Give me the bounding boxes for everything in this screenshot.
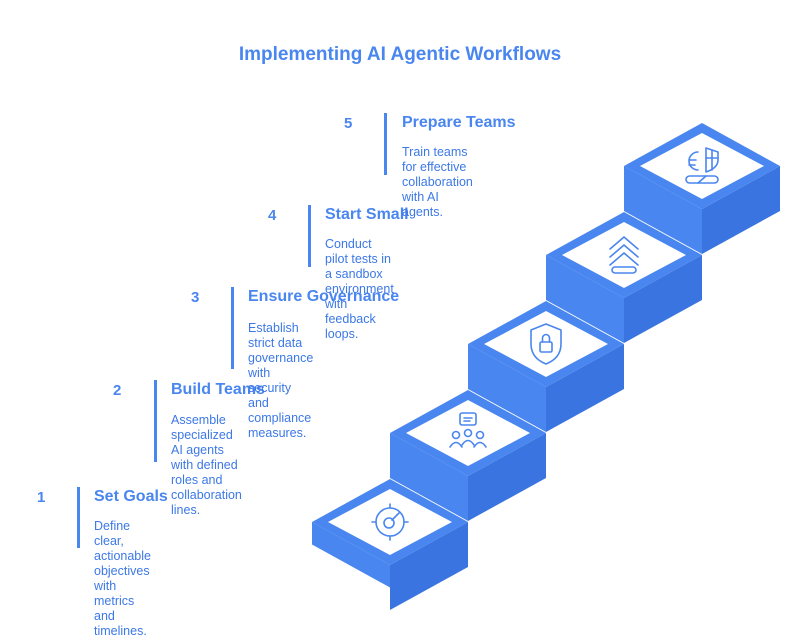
stair-side-face — [390, 522, 468, 610]
step-divider — [154, 380, 157, 462]
step-number: 4 — [268, 207, 277, 224]
step-number: 1 — [37, 489, 46, 506]
desc-line: with security and compliance — [248, 366, 312, 425]
stair-step-4 — [546, 212, 702, 298]
desc-line: Establish strict data governance — [248, 321, 314, 365]
stair-step-5 — [624, 123, 780, 209]
step-heading: Set Goals — [94, 488, 168, 505]
step-divider — [308, 205, 311, 267]
step-description: Establish strict data governance with se… — [248, 321, 313, 441]
stair-top-inner — [328, 489, 452, 555]
stair-top-inner — [562, 222, 686, 288]
stair-side-face — [546, 344, 624, 432]
desc-line: environment with feedback loops. — [325, 282, 394, 341]
step-divider — [384, 113, 387, 175]
shield-lock-icon — [530, 323, 562, 365]
stair-step-3 — [468, 301, 624, 387]
stair-side-face — [702, 166, 780, 254]
stair-side-face — [624, 255, 702, 343]
step-description: Train teams for effective collaboration … — [402, 145, 473, 220]
stair-top-inner — [406, 400, 530, 466]
brain-shield-icon — [685, 147, 719, 184]
step-heading: Start Small — [325, 206, 409, 223]
desc-line: collaboration with AI agents. — [402, 175, 473, 219]
stair-riser-face — [468, 344, 546, 432]
desc-line: measures. — [248, 426, 307, 440]
desc-line: Train teams for effective — [402, 145, 468, 174]
step-divider — [77, 487, 80, 548]
desc-line: Conduct pilot tests in a sandbox — [325, 237, 392, 281]
stair-side-face — [468, 433, 546, 521]
step-divider — [231, 287, 234, 369]
step-number: 5 — [344, 115, 353, 132]
desc-line: collaboration lines. — [171, 488, 242, 517]
stair-step-2 — [390, 390, 546, 476]
target-dial-icon — [371, 503, 409, 541]
stair-base-face — [312, 522, 390, 588]
stair-riser-face — [546, 255, 624, 343]
desc-line: with defined roles and — [171, 458, 238, 487]
stair-riser-face — [390, 433, 468, 521]
step-heading: Build Teams — [171, 381, 265, 398]
staircase-diagram — [312, 123, 780, 610]
chevrons-up-icon — [609, 236, 639, 274]
step-number: 3 — [191, 289, 200, 306]
step-number: 2 — [113, 382, 122, 399]
desc-line: Assemble specialized AI agents — [171, 413, 233, 457]
team-chat-icon — [449, 412, 487, 448]
stair-top-inner — [640, 133, 764, 199]
step-heading: Ensure Governance — [248, 288, 400, 305]
stair-riser-face — [624, 166, 702, 254]
page-title: Implementing AI Agentic Workflows — [238, 44, 562, 65]
stair-top-inner — [484, 311, 608, 377]
step-heading: Prepare Teams — [402, 114, 516, 131]
step-description: Conduct pilot tests in a sandbox environ… — [325, 237, 394, 342]
desc-line: Define clear, actionable objectives — [94, 519, 151, 578]
stair-step-1 — [312, 479, 468, 565]
step-description: Assemble specialized AI agents with defi… — [171, 413, 242, 518]
